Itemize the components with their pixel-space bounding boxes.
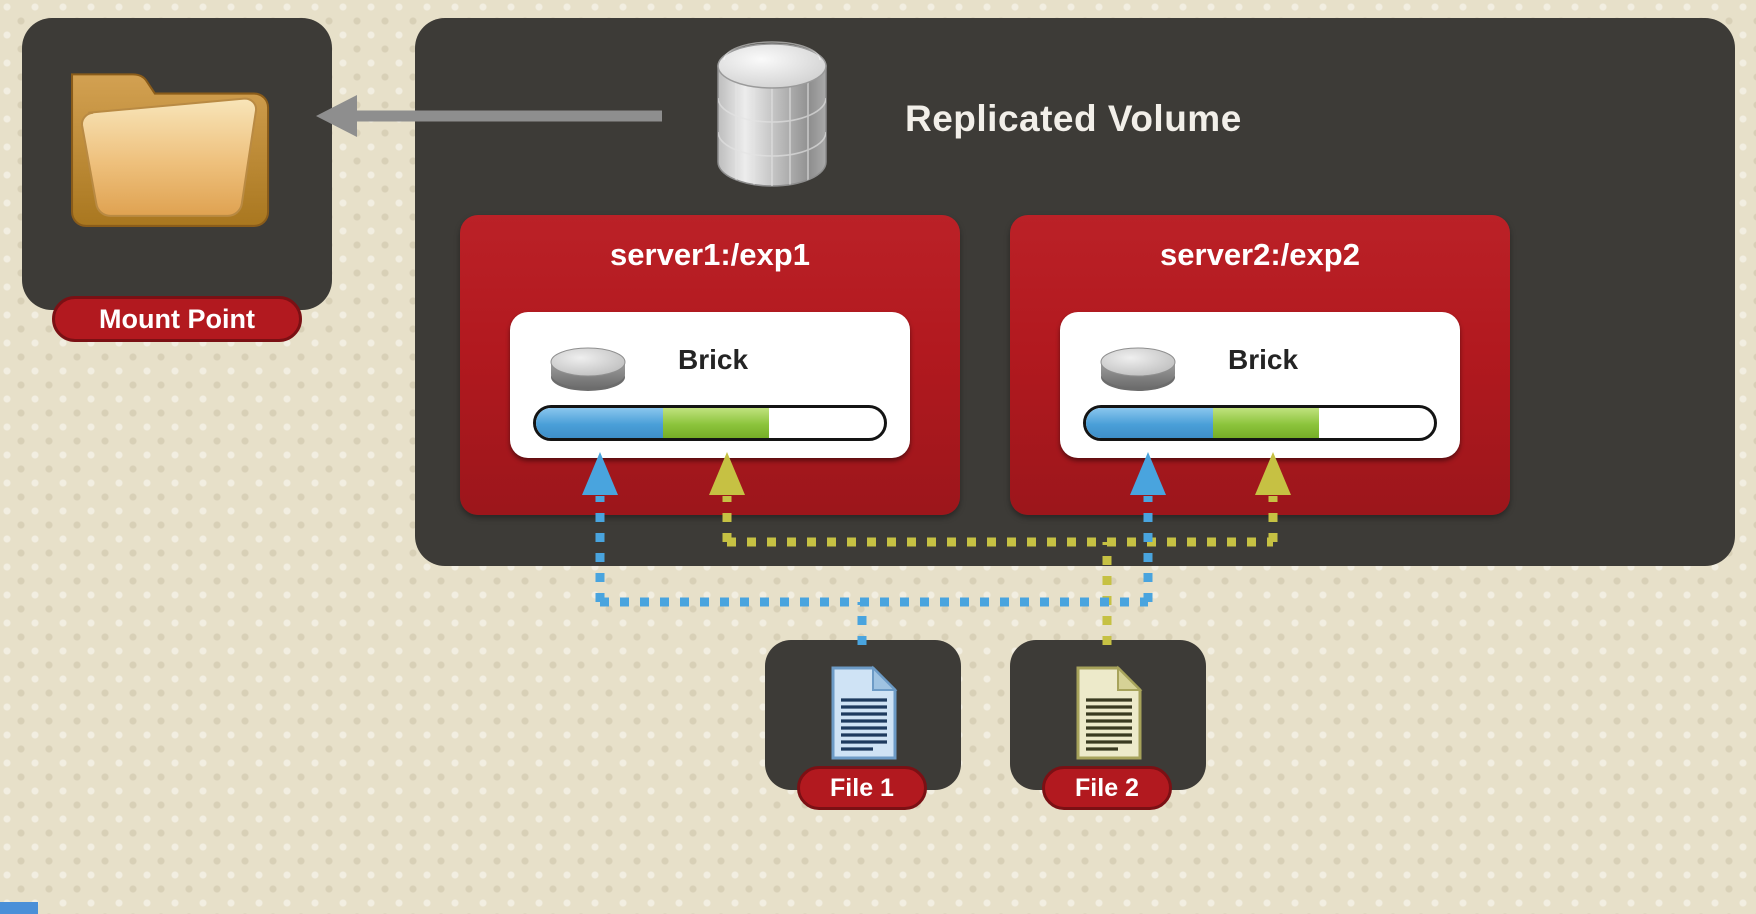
server2-panel: server2:/exp2 Brick bbox=[1010, 215, 1510, 515]
cropped-blue-fragment bbox=[0, 902, 38, 914]
database-cylinder-icon bbox=[710, 40, 834, 192]
server2-file1-segment bbox=[1086, 408, 1213, 438]
server2-brick-card: Brick bbox=[1060, 312, 1460, 458]
mount-point-box bbox=[22, 18, 332, 310]
server2-storage-bar bbox=[1083, 405, 1437, 441]
volume-title: Replicated Volume bbox=[905, 98, 1242, 139]
brick-label: Brick bbox=[1228, 344, 1299, 375]
file1-label: File 1 bbox=[797, 766, 927, 810]
server1-brick-card: Brick bbox=[510, 312, 910, 458]
server1-panel: server1:/exp1 Brick bbox=[460, 215, 960, 515]
disk-icon bbox=[546, 328, 630, 394]
server1-file2-segment bbox=[663, 408, 769, 438]
file1-document-icon bbox=[825, 664, 901, 762]
server2-file2-segment bbox=[1213, 408, 1319, 438]
file2-box bbox=[1010, 640, 1206, 790]
disk-icon bbox=[1096, 328, 1180, 394]
replicated-volume-box: Replicated Volume server1:/exp1 Brick bbox=[415, 18, 1735, 566]
brick-label: Brick bbox=[678, 344, 749, 375]
server1-storage-bar bbox=[533, 405, 887, 441]
file2-label: File 2 bbox=[1042, 766, 1172, 810]
server1-file1-segment bbox=[536, 408, 663, 438]
folder-icon bbox=[57, 40, 273, 232]
server1-title: server1:/exp1 bbox=[610, 237, 810, 272]
server2-title: server2:/exp2 bbox=[1160, 237, 1360, 272]
file1-box bbox=[765, 640, 961, 790]
file2-document-icon bbox=[1070, 664, 1146, 762]
mount-point-label: Mount Point bbox=[52, 296, 302, 342]
